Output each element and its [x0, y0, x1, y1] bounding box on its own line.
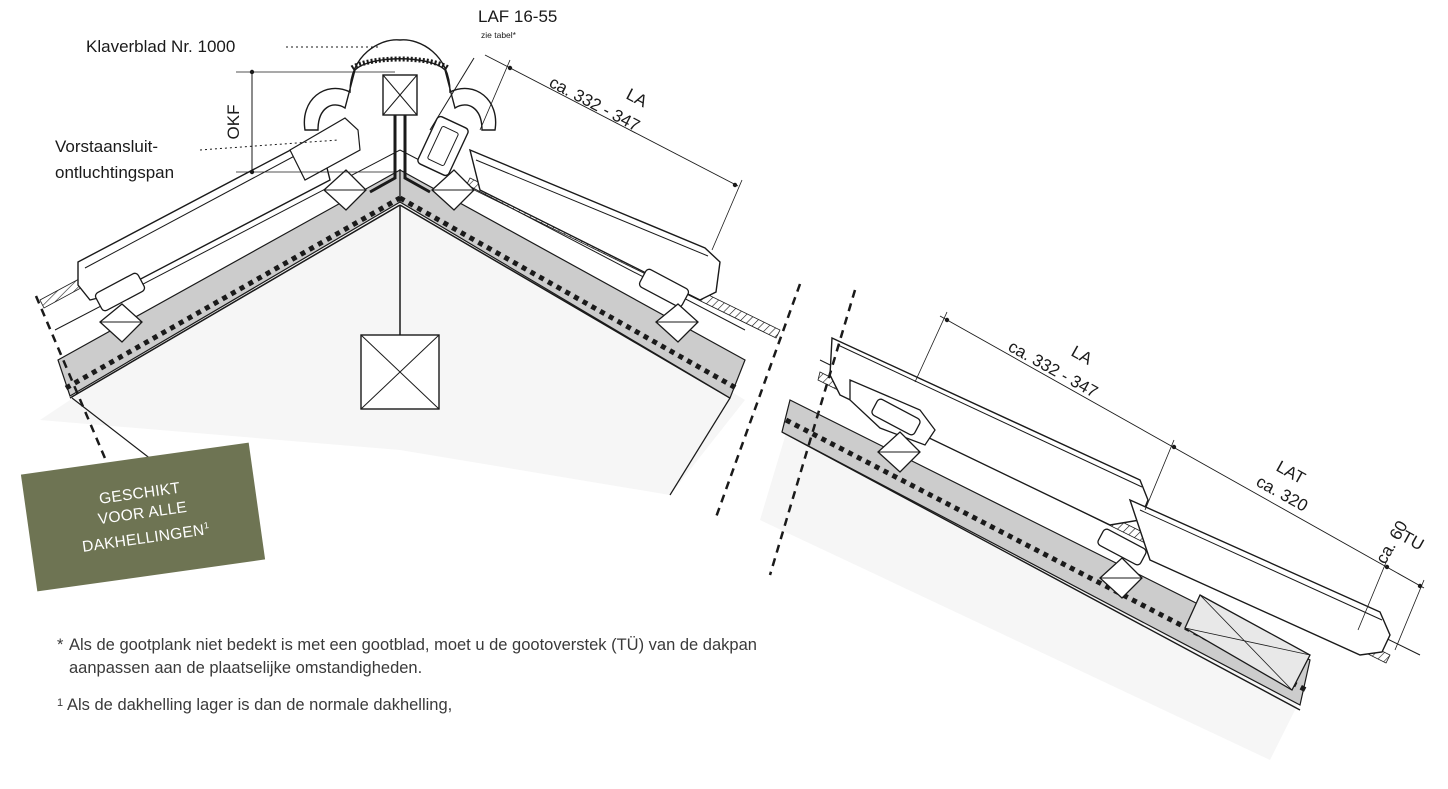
eaves-batten-upper [877, 431, 921, 473]
batten-right-upper [431, 169, 475, 211]
right-board [399, 168, 746, 399]
okf-label: OKF [224, 105, 243, 140]
badge-sup: 1 [203, 520, 210, 531]
footnote-one-text: Als de dakhelling lager is dan de normal… [67, 696, 453, 714]
batten-left-lower [99, 303, 143, 343]
ridge-detail: OKF Klaverblad Nr. 1000 Vorstaansluit- o… [34, 7, 802, 521]
eaves-detail: LA ca. 332 - 347 LAT ca. 320 TU ca. 60 [760, 289, 1427, 760]
vorst-label-line1: Vorstaansluit- [55, 137, 158, 156]
la-top-title: LA [623, 85, 651, 112]
right-roof-tile [468, 148, 721, 301]
laf-label: LAF 16-55 [478, 7, 557, 26]
footnote-one: 1 Als de dakhelling lager is dan de norm… [57, 694, 817, 717]
footnote-star-mark: * [57, 636, 64, 654]
footnote-one-mark: 1 [57, 697, 64, 709]
batten-left-upper [323, 169, 367, 211]
footnotes: * Als de gootplank niet bedekt is met ee… [57, 634, 817, 731]
footnote-star-text: Als de gootplank niet bedekt is met een … [69, 636, 757, 677]
la-right-title: LA [1068, 342, 1096, 369]
right-rafter-block [400, 190, 745, 495]
zie-tabel-label: zie tabel* [481, 30, 517, 40]
footnote-star: * Als de gootplank niet bedekt is met ee… [57, 634, 817, 680]
batten-right-lower [655, 303, 699, 343]
vorst-label-line2: ontluchtingspan [55, 163, 174, 182]
eaves-batten-lower [1099, 557, 1143, 599]
klaverblad-label: Klaverblad Nr. 1000 [86, 37, 235, 56]
